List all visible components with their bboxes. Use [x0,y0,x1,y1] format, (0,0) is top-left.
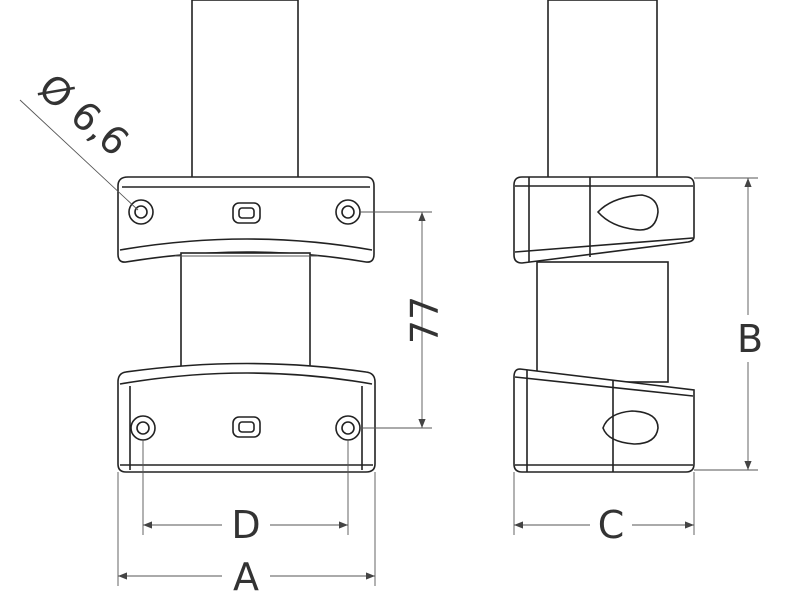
teardrop-icon [602,410,659,445]
mounting-hole-icon [128,199,154,225]
side-top-clamp [513,176,695,264]
front-top-clamp [117,176,375,263]
dimension-c-label: C [598,503,625,547]
dimension-b-label: B [737,317,763,361]
side-tube-top [547,0,658,179]
dimension-lines [19,99,758,586]
side-view [513,0,695,473]
front-view [117,0,376,473]
hole-spacing-label: 77 [403,296,447,344]
slot-icon [232,202,261,224]
teardrop-icon [596,194,659,231]
front-tube-middle [180,252,311,382]
slot-icon [232,416,261,438]
hole-diameter-label: Ø 6,6 [30,65,137,165]
side-bottom-clamp [513,368,695,473]
dimension-a-label: A [233,555,259,599]
dimension-d-label: D [231,503,260,547]
front-tube-top [191,0,299,179]
side-tube-middle [536,261,669,383]
